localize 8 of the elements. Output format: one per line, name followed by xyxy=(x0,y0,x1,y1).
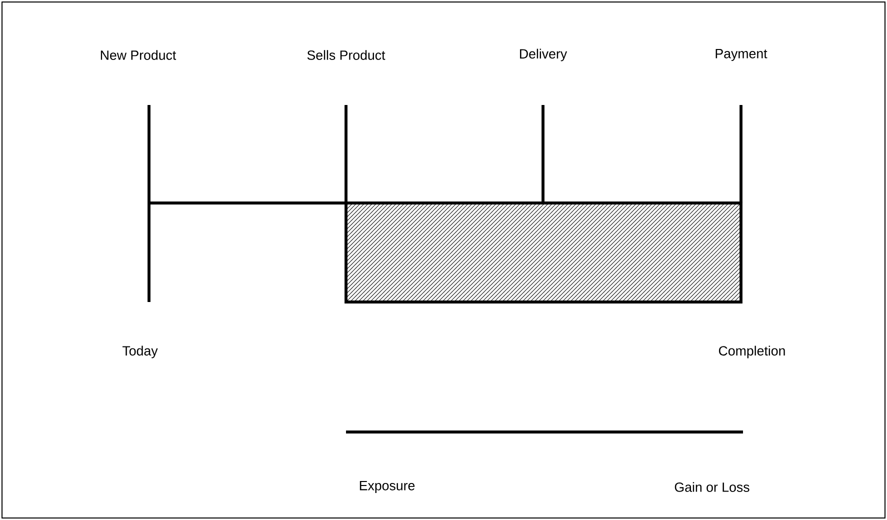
timeline-label: Delivery xyxy=(520,48,568,62)
timeline-label: Payment xyxy=(716,49,768,61)
timeline-label: Completion xyxy=(718,346,785,358)
timeline-label: New Product xyxy=(100,50,176,60)
timeline-label: Gain or Loss xyxy=(674,482,750,492)
timeline-label: Sells Product xyxy=(307,50,386,60)
timeline-label: Exposure xyxy=(360,481,415,493)
timeline-label: Today xyxy=(122,346,158,358)
